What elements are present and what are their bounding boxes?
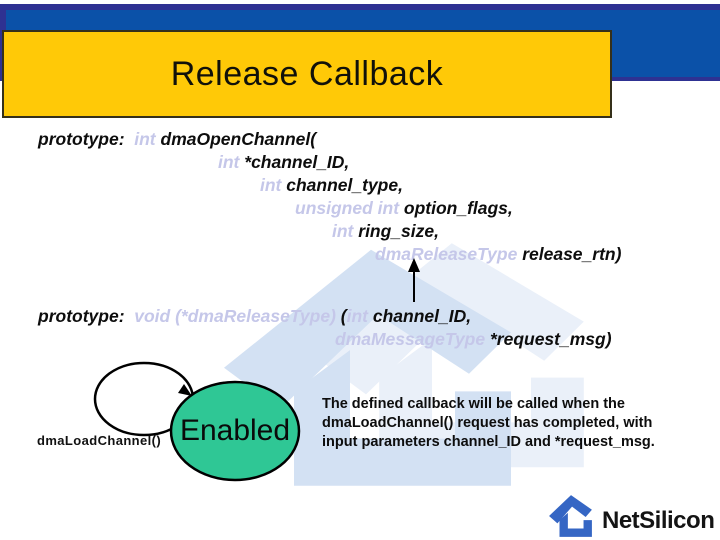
prototype1-line2: int *channel_ID, bbox=[218, 152, 349, 172]
keyword-int: int bbox=[260, 175, 282, 195]
keyword-int: int bbox=[218, 152, 240, 172]
param-release-rtn: release_rtn) bbox=[517, 244, 622, 264]
param-channel-id: *channel_ID, bbox=[239, 152, 350, 172]
prototype2-line1: prototype: void (*dmaReleaseType) (int c… bbox=[38, 306, 471, 326]
state-label: Enabled bbox=[179, 414, 291, 447]
page-title: Release Callback bbox=[170, 54, 444, 93]
param-channel-id: channel_ID, bbox=[368, 306, 472, 326]
keyword-int: int bbox=[332, 221, 354, 241]
keyword-unsigned-int: unsigned int bbox=[295, 198, 400, 218]
prototype1-line4: unsigned int option_flags, bbox=[295, 198, 513, 218]
netsilicon-logo: NetSilicon bbox=[543, 493, 715, 539]
prototype2-label: prototype: bbox=[38, 306, 135, 326]
keyword-int: int bbox=[134, 129, 156, 149]
param-request-msg: *request_msg) bbox=[485, 329, 612, 349]
state-enabled-ellipse bbox=[169, 380, 301, 482]
loop-arrowhead-icon bbox=[178, 384, 192, 396]
prototype1-fn: dmaOpenChannel( bbox=[155, 129, 317, 149]
keyword-void-release-type: void (*dmaReleaseType) bbox=[134, 306, 336, 326]
prototype1-label: prototype: bbox=[38, 129, 135, 149]
keyword-dma-release-type: dmaReleaseType bbox=[375, 244, 518, 264]
prototype1-line1: prototype: int dmaOpenChannel( bbox=[38, 129, 316, 149]
prototype1-line5: int ring_size, bbox=[332, 221, 439, 241]
callback-note: The defined callback will be called when… bbox=[322, 395, 655, 452]
keyword-int: int bbox=[346, 306, 368, 326]
netsilicon-logo-icon bbox=[549, 495, 592, 537]
param-ring-size: ring_size, bbox=[353, 221, 439, 241]
up-arrow-icon bbox=[408, 258, 420, 302]
param-channel-type: channel_type, bbox=[281, 175, 403, 195]
title-box: Release Callback bbox=[2, 30, 612, 118]
prototype1-line6: dmaReleaseType release_rtn) bbox=[375, 244, 621, 264]
keyword-dma-message-type: dmaMessageType bbox=[335, 329, 486, 349]
param-option-flags: option_flags, bbox=[399, 198, 513, 218]
state-diagram bbox=[93, 361, 301, 482]
netsilicon-logo-text: NetSilicon bbox=[602, 507, 715, 534]
prototype2-line2: dmaMessageType *request_msg) bbox=[335, 329, 612, 349]
callback-note-line: dmaLoadChannel() request has completed, … bbox=[322, 415, 653, 431]
callback-note-line: input parameters channel_ID and *request… bbox=[322, 434, 655, 450]
prototype1-line3: int channel_type, bbox=[260, 175, 403, 195]
transition-label: dmaLoadChannel() bbox=[37, 433, 162, 448]
open-paren: ( bbox=[335, 306, 347, 326]
callback-note-line: The defined callback will be called when… bbox=[322, 396, 625, 412]
